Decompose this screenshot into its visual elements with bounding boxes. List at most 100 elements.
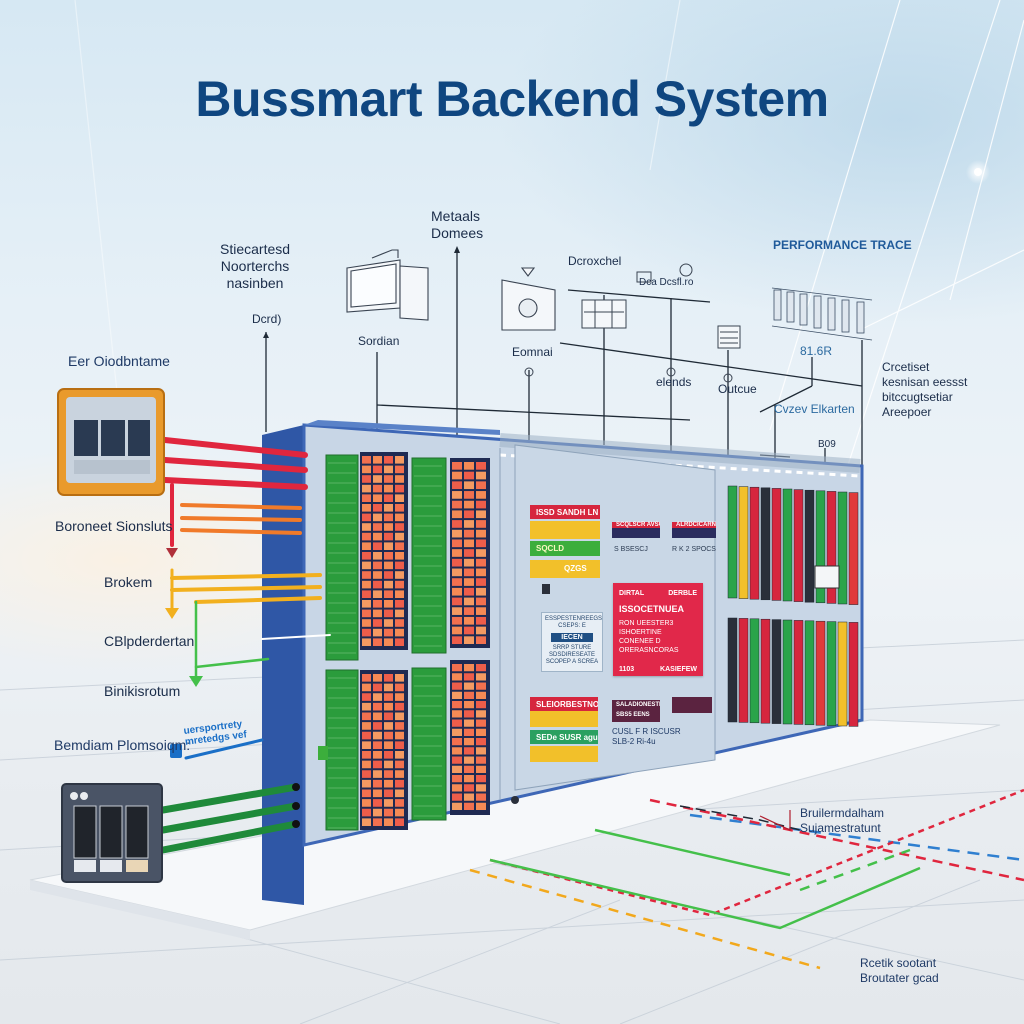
led-cell <box>362 513 371 522</box>
led-cell <box>464 491 474 499</box>
breaker-slot <box>125 805 149 859</box>
led-cell <box>476 491 486 499</box>
led-cell <box>395 571 404 579</box>
led-cell <box>395 494 404 502</box>
led-cell <box>464 587 474 596</box>
led-cell <box>395 600 404 608</box>
led-cell <box>452 549 462 557</box>
label-edge-distribution: Eer Oiodbntame <box>68 353 170 369</box>
led-cell <box>452 728 462 736</box>
alert-line: RON UEESTER3 <box>619 620 674 627</box>
cable-plugs <box>292 783 300 828</box>
info-line: SCOPEP A SCREA <box>545 659 599 665</box>
led-cell <box>373 799 382 807</box>
led-cell <box>464 500 474 509</box>
light-streak <box>829 0 1001 521</box>
device-slot <box>74 420 98 456</box>
led-cell <box>362 789 371 798</box>
io-module <box>782 488 793 602</box>
led-cell <box>384 465 393 474</box>
led-cell <box>384 638 393 646</box>
label-dashboard: Dcroxchel <box>568 254 622 268</box>
controller-icon <box>717 325 741 349</box>
edge-distribution-device <box>57 388 165 496</box>
led-cell <box>452 558 462 567</box>
badge-red <box>530 505 600 519</box>
led-cell <box>373 571 382 579</box>
io-module <box>738 486 749 599</box>
led-cell <box>362 808 371 817</box>
led-cell <box>395 542 404 550</box>
route-marker <box>759 810 791 831</box>
led-cell <box>384 532 393 541</box>
led-cell <box>395 683 404 692</box>
led-cell <box>476 616 486 625</box>
io-module <box>782 619 793 725</box>
led-cell <box>464 520 474 528</box>
led-cell <box>384 808 393 817</box>
badge-yellow <box>530 746 598 762</box>
label-right-note: Crcetiset kesnisan eessst bitccugtsetiar… <box>882 360 968 419</box>
performance-chart <box>771 287 873 341</box>
led-cell <box>464 471 474 480</box>
badge-label: SALADIONESTRRSS <box>616 702 660 708</box>
led-cell <box>384 494 393 502</box>
led-cell <box>373 683 382 692</box>
led-cell <box>384 760 393 769</box>
led-cell <box>395 693 404 701</box>
info-line: SRRP STURE <box>552 645 592 651</box>
breaker-box-device <box>61 783 163 883</box>
performance-bar <box>841 299 850 333</box>
cable-yellow <box>170 585 322 592</box>
led-cell <box>395 741 404 749</box>
device-slot <box>101 420 125 456</box>
monitor-icon <box>346 249 429 321</box>
script-note: CUSL F R ISCUSR <box>612 727 681 736</box>
led-cell <box>452 682 462 690</box>
badge-yellow <box>530 711 598 727</box>
cable-orange <box>180 528 302 535</box>
led-cell <box>464 636 474 644</box>
led-cell <box>384 789 393 798</box>
led-cell <box>464 510 474 519</box>
route-blue-dashed <box>689 813 1024 862</box>
led-cell <box>452 664 462 672</box>
led-cell <box>384 799 393 807</box>
label-outcue: Outcue <box>718 382 757 396</box>
led-cell <box>384 674 393 682</box>
info-line: SDSDIRESEATE <box>549 652 595 658</box>
label-structured-networks: Stiecartesd Noorterchs nasinben <box>220 241 291 291</box>
led-cell <box>373 789 382 798</box>
panel-icon <box>501 267 556 331</box>
led-cell <box>452 607 462 615</box>
led-cell <box>476 529 486 538</box>
led-cell <box>373 494 382 502</box>
light-streak <box>649 0 681 171</box>
led-cell <box>362 619 371 627</box>
led-cell <box>476 510 486 519</box>
led-cell <box>464 802 474 810</box>
led-cell <box>395 456 404 464</box>
led-cell <box>373 741 382 749</box>
led-cell <box>373 561 382 570</box>
led-cell <box>395 532 404 541</box>
io-module <box>826 491 837 604</box>
cable-yellow <box>194 596 322 604</box>
led-cell <box>395 590 404 598</box>
led-cell <box>464 710 474 718</box>
led-cell <box>384 751 393 759</box>
performance-bar <box>799 293 808 326</box>
led-cell <box>362 722 371 730</box>
led-cell <box>362 628 371 637</box>
led-cell <box>464 529 474 538</box>
io-module <box>793 620 804 725</box>
led-cell <box>395 561 404 570</box>
led-cell <box>476 682 486 690</box>
led-cell <box>384 542 393 550</box>
label-bridge-module: Bruilermdalham Sujamestratunt <box>800 806 885 835</box>
label-bonnet-signals: Boroneet Sionsluts <box>55 518 173 534</box>
led-cell <box>476 710 486 718</box>
label-domain: Eomnai <box>512 345 553 359</box>
led-cell <box>452 784 462 792</box>
led-cell <box>476 664 486 672</box>
